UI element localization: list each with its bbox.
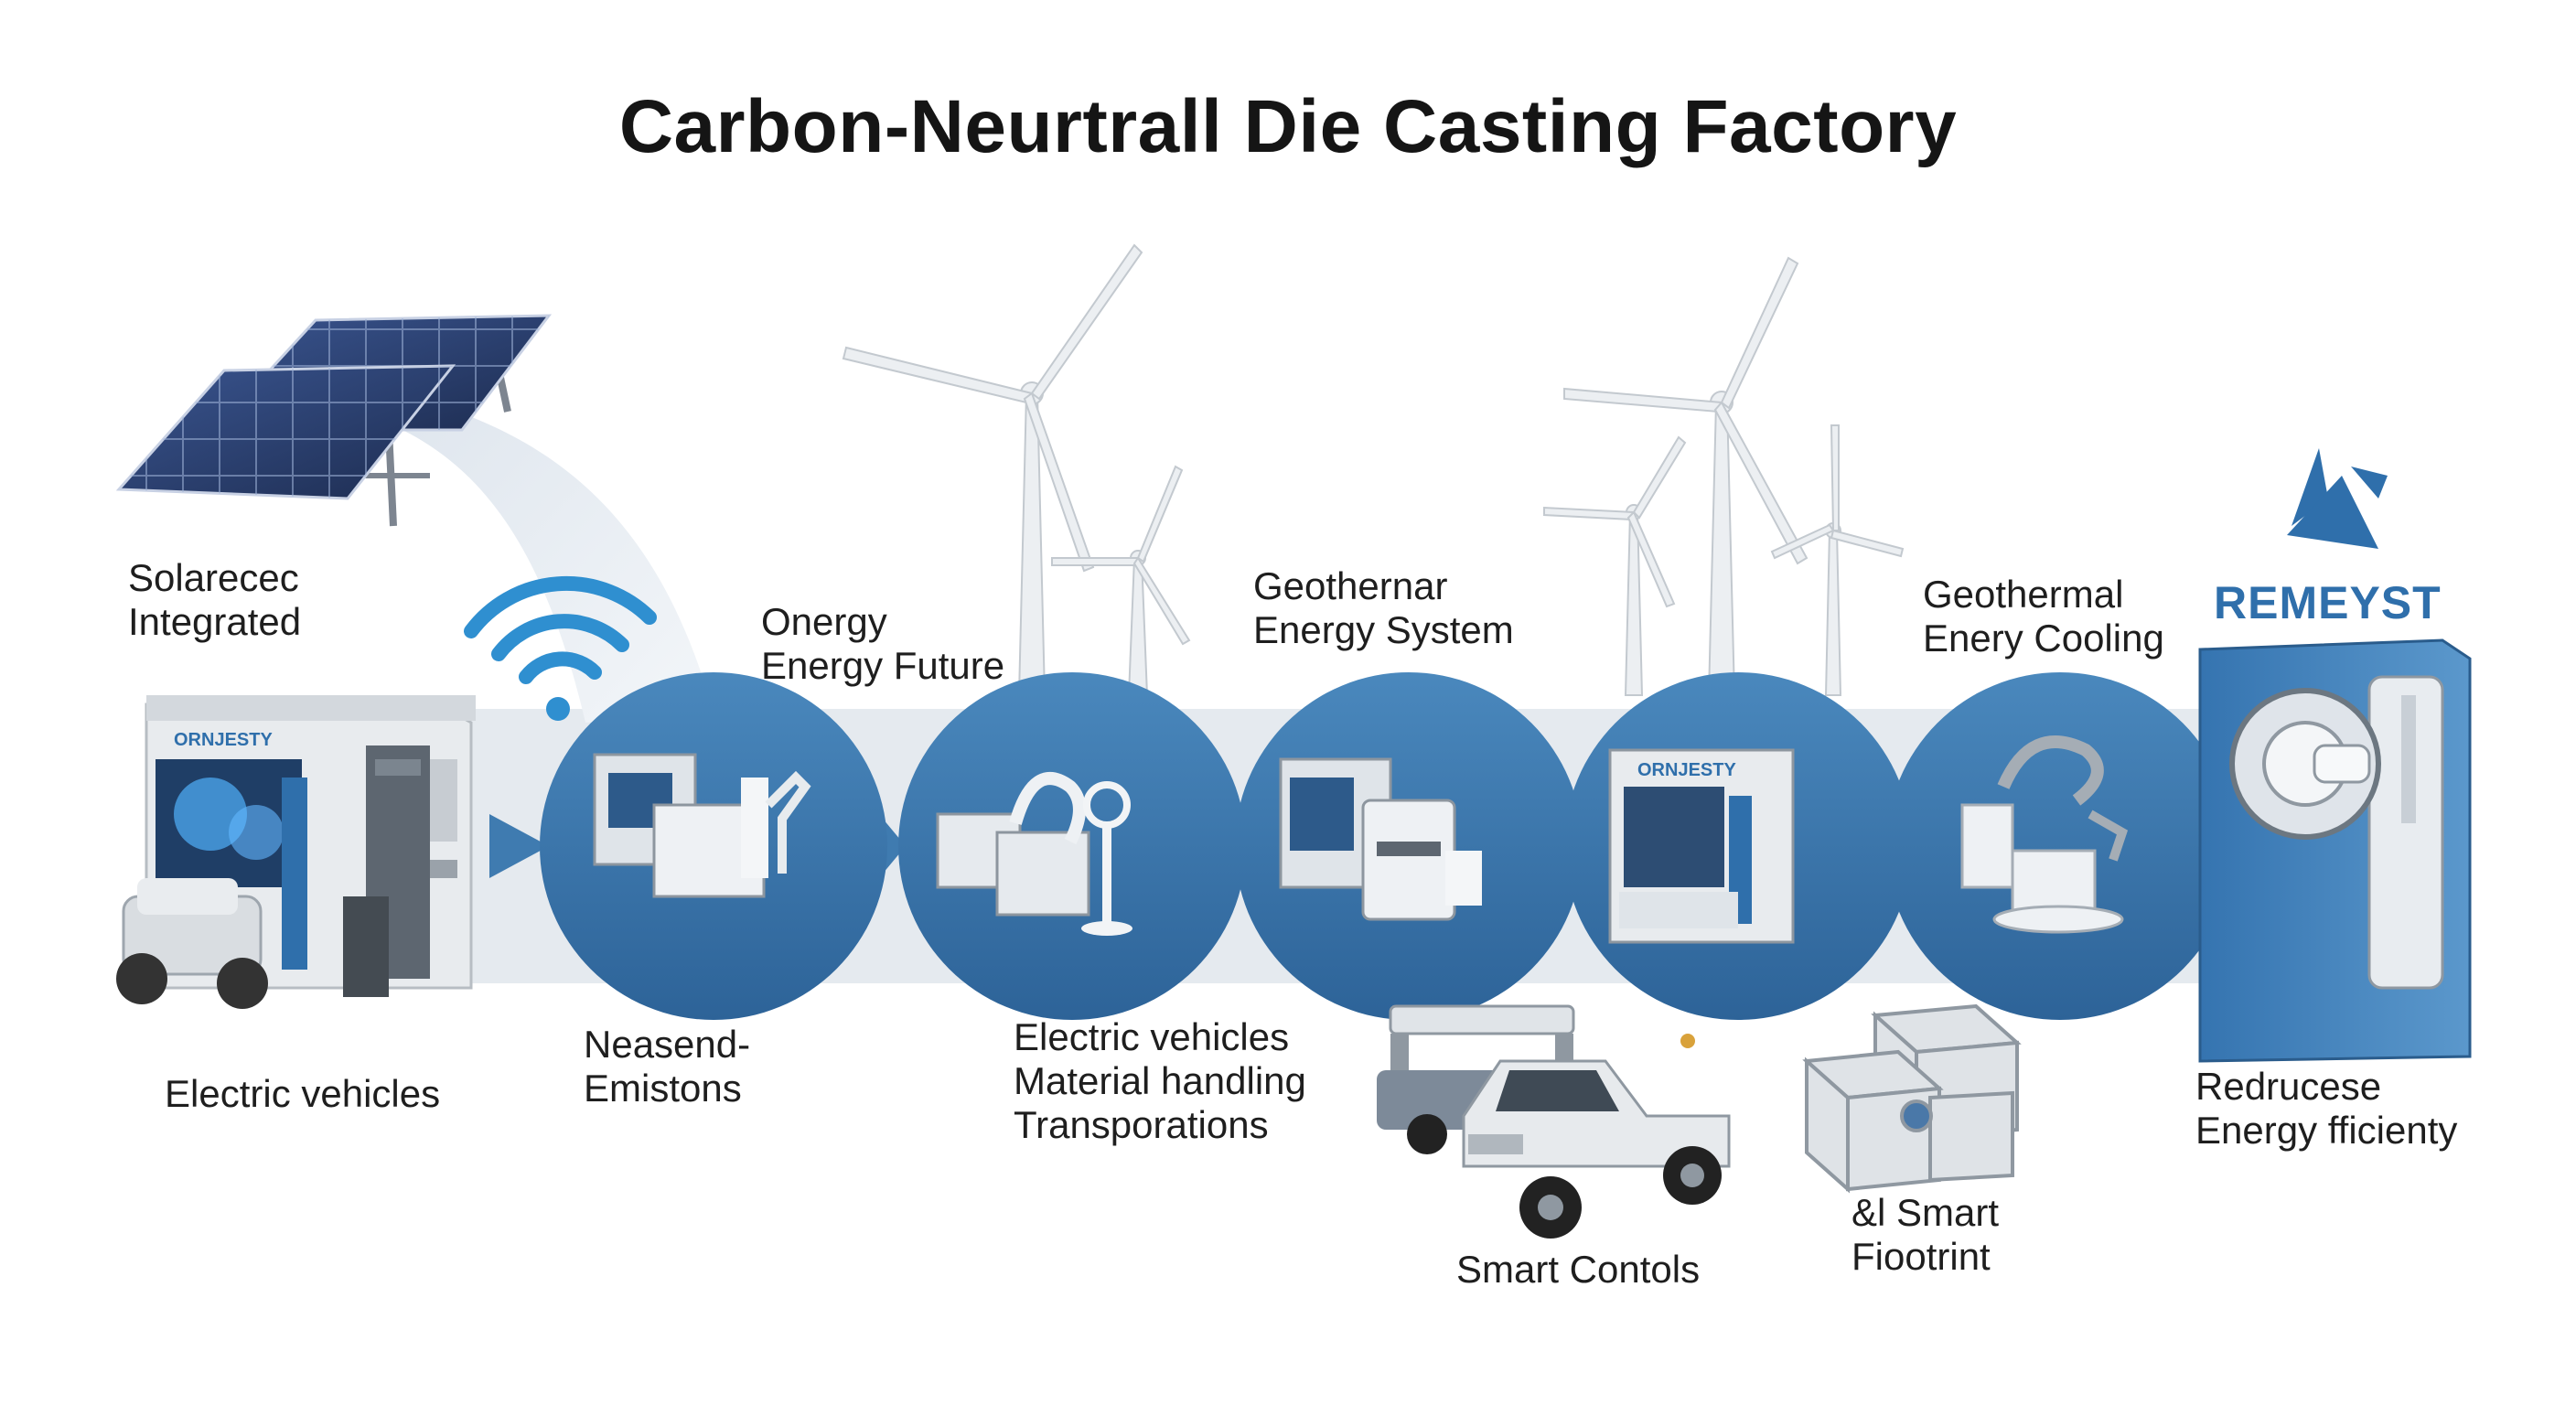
- storage-cube-icon: [1802, 1003, 2022, 1194]
- process-circle-1: [540, 672, 887, 1020]
- process-circle-3: [1235, 672, 1583, 1020]
- building-sign: ORNJESTY: [174, 730, 273, 750]
- pickup-truck-icon: [1462, 1034, 1731, 1239]
- process-circle-2: [898, 672, 1246, 1020]
- label-smart-footprint: &l Smart Fiootrint: [1852, 1191, 2000, 1278]
- label-reduce-energy-efficiency: Redrucese Energy fficienty: [2195, 1065, 2458, 1152]
- flow-arrow: [883, 819, 906, 874]
- process-circle-4: ORNJESTY: [1564, 672, 1912, 1020]
- label-geothermal-energy-cooling: Geothermal Enery Cooling: [1923, 573, 2164, 660]
- label-energy-future: Onergy Energy Future: [761, 600, 1005, 687]
- building-sign: ORNJESTY: [1637, 760, 1736, 780]
- utility-vehicle-icon: [116, 878, 389, 1009]
- label-geothermal-energy-system: Geothernar Energy System: [1253, 564, 1514, 651]
- label-solar-integrated: Solarecec Integrated: [128, 556, 302, 643]
- label-neasend-emissions: Neasend- Emistons: [584, 1023, 751, 1110]
- label-ev-material-transport: Electric vehicles Material handling Tran…: [1014, 1015, 1306, 1146]
- wind-turbine-icon: [842, 243, 1905, 696]
- solar-panel-icon: [115, 314, 553, 527]
- brand-logo-icon: [2287, 448, 2388, 549]
- page-title: Carbon-Neurtrall Die Casting Factory: [618, 85, 1958, 168]
- process-circle-5: [1886, 672, 2234, 1020]
- label-electric-vehicles: Electric vehicles: [165, 1072, 441, 1115]
- solar-beam: [402, 402, 714, 723]
- energy-cabinet-icon: [2198, 638, 2472, 1063]
- label-smart-controls: Smart Contols: [1456, 1248, 1701, 1291]
- flow-arrow: [489, 814, 549, 878]
- robot-arm-icon: [1960, 735, 2129, 934]
- wifi-icon: [464, 575, 657, 721]
- brand-name: REMEYST: [2214, 577, 2442, 628]
